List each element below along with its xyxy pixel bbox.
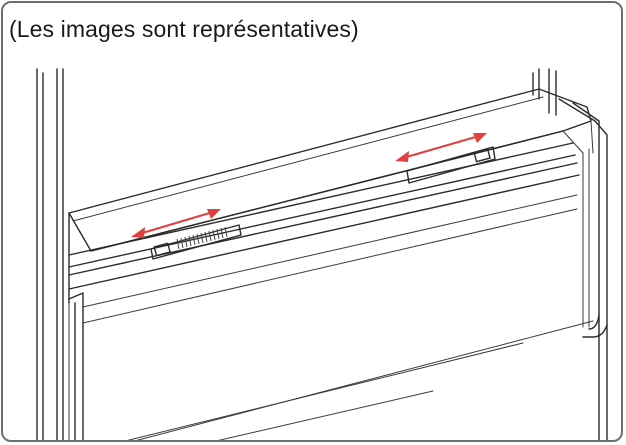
- double-arrow-icon: [131, 209, 221, 238]
- refrigerator-shelf-diagram: [36, 68, 608, 440]
- left-vent-slider: [150, 224, 242, 260]
- image-caption: (Les images sont représentatives): [9, 16, 359, 42]
- shelf-cover: [68, 88, 594, 440]
- double-arrow-icon: [395, 133, 487, 162]
- right-vent-slider: [406, 146, 496, 184]
- drawer-panel: [82, 194, 594, 440]
- left-wall: [36, 68, 70, 440]
- right-wall: [532, 68, 608, 440]
